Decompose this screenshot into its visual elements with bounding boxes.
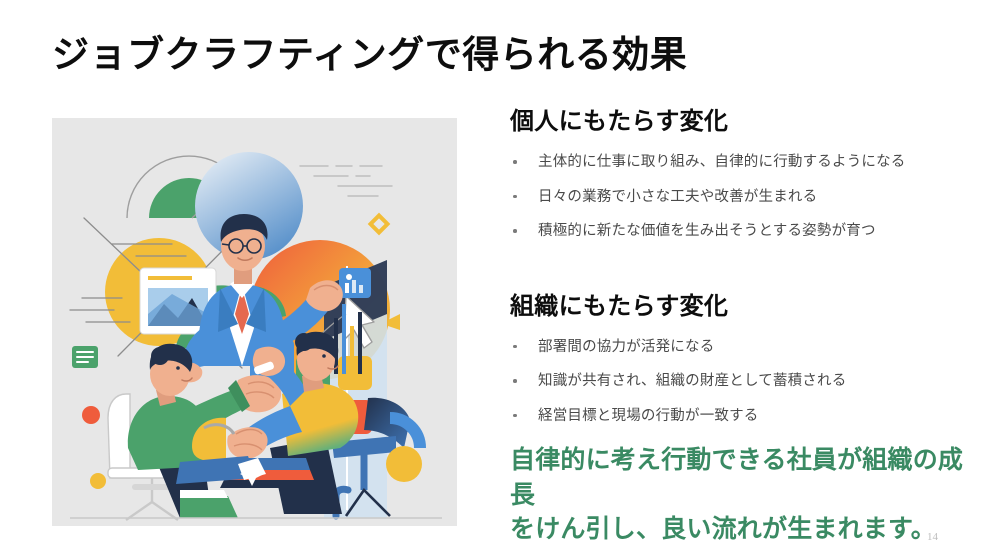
list-item-label: 日々の業務で小さな工夫や改善が生まれる	[538, 188, 818, 205]
section-organization: 組織にもたらす変化 部署間の協力が活発になる 知識が共有され、組織の財産として蓄…	[510, 291, 970, 428]
bullet-dot-icon	[513, 344, 517, 349]
list-item: 部署間の協力が活発になる	[510, 336, 970, 358]
section-heading-organization: 組織にもたらす変化	[510, 292, 729, 320]
illustration-image	[52, 118, 457, 526]
list-item: 主体的に仕事に取り組み、自律的に行動するようになる	[510, 151, 970, 173]
list-item: 経営目標と現場の行動が一致する	[510, 405, 970, 427]
section-spacer	[510, 255, 970, 291]
list-item-label: 主体的に仕事に取り組み、自律的に行動するようになる	[538, 154, 906, 171]
list-item-label: 部署間の協力が活発になる	[538, 338, 715, 355]
section-personal: 個人にもたらす変化 主体的に仕事に取り組み、自律的に行動するようになる 日々の業…	[510, 106, 970, 243]
illustration-svg	[52, 118, 457, 526]
bullet-dot-icon	[513, 413, 517, 418]
page-title: ジョブクラフティングで得られる効果	[52, 34, 688, 75]
bullet-list-personal: 主体的に仕事に取り組み、自律的に行動するようになる 日々の業務で小さな工夫や改善…	[510, 151, 970, 242]
conclusion-line-2: をけん引し、良い流れが生まれます。	[510, 515, 936, 543]
list-item-label: 経営目標と現場の行動が一致する	[538, 407, 759, 424]
bullet-list-organization: 部署間の協力が活発になる 知識が共有され、組織の財産として蓄積される 経営目標と…	[510, 336, 970, 427]
list-item: 日々の業務で小さな工夫や改善が生まれる	[510, 186, 970, 208]
bullet-dot-icon	[513, 194, 517, 199]
bullet-dot-icon	[513, 379, 517, 383]
section-heading-personal: 個人にもたらす変化	[510, 108, 729, 135]
content-column: 個人にもたらす変化 主体的に仕事に取り組み、自律的に行動するようになる 日々の業…	[510, 106, 970, 439]
list-item-label: 積極的に新たな価値を生み出そうとする姿勢が育つ	[538, 223, 876, 240]
conclusion-line-1: 自律的に考え行動できる社員が組織の成長	[510, 446, 964, 509]
list-item: 知識が共有され、組織の財産として蓄積される	[510, 370, 970, 392]
list-item-label: 知識が共有され、組織の財産として蓄積される	[538, 373, 847, 390]
page-number: 14	[927, 531, 938, 543]
list-item: 積極的に新たな価値を生み出そうとする姿勢が育つ	[510, 220, 970, 242]
bullet-dot-icon	[513, 229, 517, 233]
conclusion-text: 自律的に考え行動できる社員が組織の成長 をけん引し、良い流れが生まれます。	[510, 443, 980, 547]
bullet-dot-icon	[513, 160, 517, 164]
